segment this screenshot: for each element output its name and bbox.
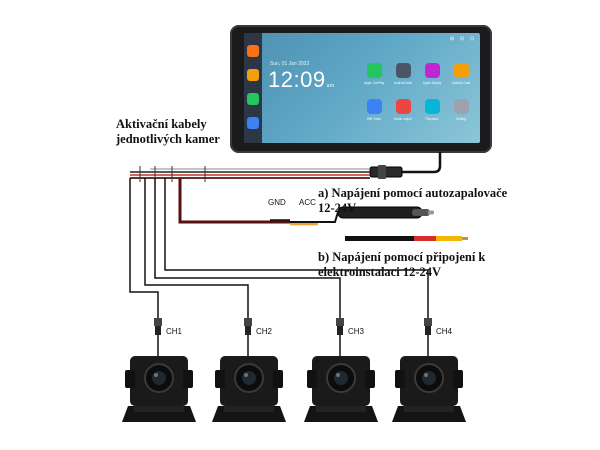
screen-sidebar	[244, 33, 262, 143]
app-label: Apple CarPlay	[363, 81, 385, 85]
app-label: Playback	[425, 117, 439, 121]
screen-menu-icon[interactable]: ⊞	[450, 36, 455, 42]
volume-icon[interactable]	[247, 93, 259, 105]
camera-cable-ch2	[144, 178, 249, 318]
channel-label-ch1: CH1	[166, 327, 183, 336]
monitor: ⊞ ⊟ ⊡ Sun, 01 Jan 2023 12:09am Apple Car…	[230, 25, 492, 153]
acc-label: ACC	[299, 198, 316, 207]
channel-label-ch2: CH2	[256, 327, 273, 336]
monitor-screen[interactable]: ⊞ ⊟ ⊡ Sun, 01 Jan 2023 12:09am Apple Car…	[244, 33, 480, 143]
camera-ch2	[212, 356, 286, 422]
wire-end-black	[390, 236, 414, 241]
app-airplay-icon[interactable]	[425, 63, 440, 78]
app-gear-icon[interactable]	[454, 99, 469, 114]
hardwire-cable	[345, 236, 390, 241]
option-b-label: b) Napájení pomocí připojení k elektroin…	[318, 250, 485, 280]
phone-icon[interactable]	[247, 69, 259, 81]
screen-date: Sun, 01 Jan 2023	[270, 61, 310, 67]
option-a-line2: 12-24V	[318, 201, 357, 215]
option-b-line2: elektroinstalaci 12-24V	[318, 265, 442, 279]
camera-connector-ch4	[424, 318, 432, 358]
monitor-cable	[400, 152, 442, 174]
app-audio-icon[interactable]	[396, 99, 411, 114]
app-cast-icon[interactable]	[454, 63, 469, 78]
screen-time-period: am	[326, 83, 335, 89]
screen-close-icon[interactable]: ⊡	[470, 36, 475, 42]
wire-end-red	[414, 236, 436, 241]
main-connector-nut	[378, 165, 386, 179]
screen-time-value: 12:09	[268, 67, 326, 92]
power-branch-wire	[178, 178, 290, 224]
camera-cable-ch3	[154, 178, 341, 318]
app-android-auto-icon[interactable]	[396, 63, 411, 78]
option-a-line1: a) Napájení pomocí autozapalovače	[318, 186, 508, 200]
cigarette-plug-tip	[428, 210, 434, 215]
app-label: Audio output	[394, 117, 412, 121]
option-a-label: a) Napájení pomocí autozapalovače 12-24V	[318, 186, 507, 216]
gnd-label: GND	[268, 198, 286, 207]
camera-connector-ch1	[154, 318, 162, 358]
home-icon[interactable]	[247, 45, 259, 57]
activation-cables-label: Aktivační kabely jednotlivých kamer	[116, 117, 220, 147]
cigarette-plug-cap	[412, 209, 430, 216]
app-wifi-icon[interactable]	[367, 99, 382, 114]
channel-label-ch4: CH4	[436, 327, 453, 336]
camera-connector-ch2	[244, 318, 252, 358]
channel-label-ch3: CH3	[348, 327, 365, 336]
camera-ch1	[122, 356, 196, 422]
activation-label-line1: Aktivační kabely	[116, 117, 207, 131]
app-playback-icon[interactable]	[425, 99, 440, 114]
screen-time: 12:09am	[268, 67, 335, 93]
screen-back-icon[interactable]: ⊟	[460, 36, 465, 42]
app-carplay-icon[interactable]	[367, 63, 382, 78]
camera-ch3	[304, 356, 378, 422]
app-label: Wifi Video	[366, 117, 382, 121]
camera-cable-ch4	[164, 178, 429, 318]
power-cable	[290, 211, 339, 223]
camera-connector-ch3	[336, 318, 344, 358]
wire-end-gold	[436, 236, 462, 241]
app-label: Setting	[456, 117, 466, 121]
camera-cable-ch1	[129, 178, 159, 318]
camera-ch4	[392, 356, 466, 422]
app-label: Apple Airplay	[422, 81, 442, 85]
wire-tip	[462, 237, 468, 240]
app-label: Android Auto	[393, 81, 413, 85]
app-label: Android Cast	[451, 81, 471, 85]
settings-icon[interactable]	[247, 117, 259, 129]
option-b-line1: b) Napájení pomocí připojení k	[318, 250, 486, 264]
activation-label-line2: jednotlivých kamer	[116, 132, 220, 146]
